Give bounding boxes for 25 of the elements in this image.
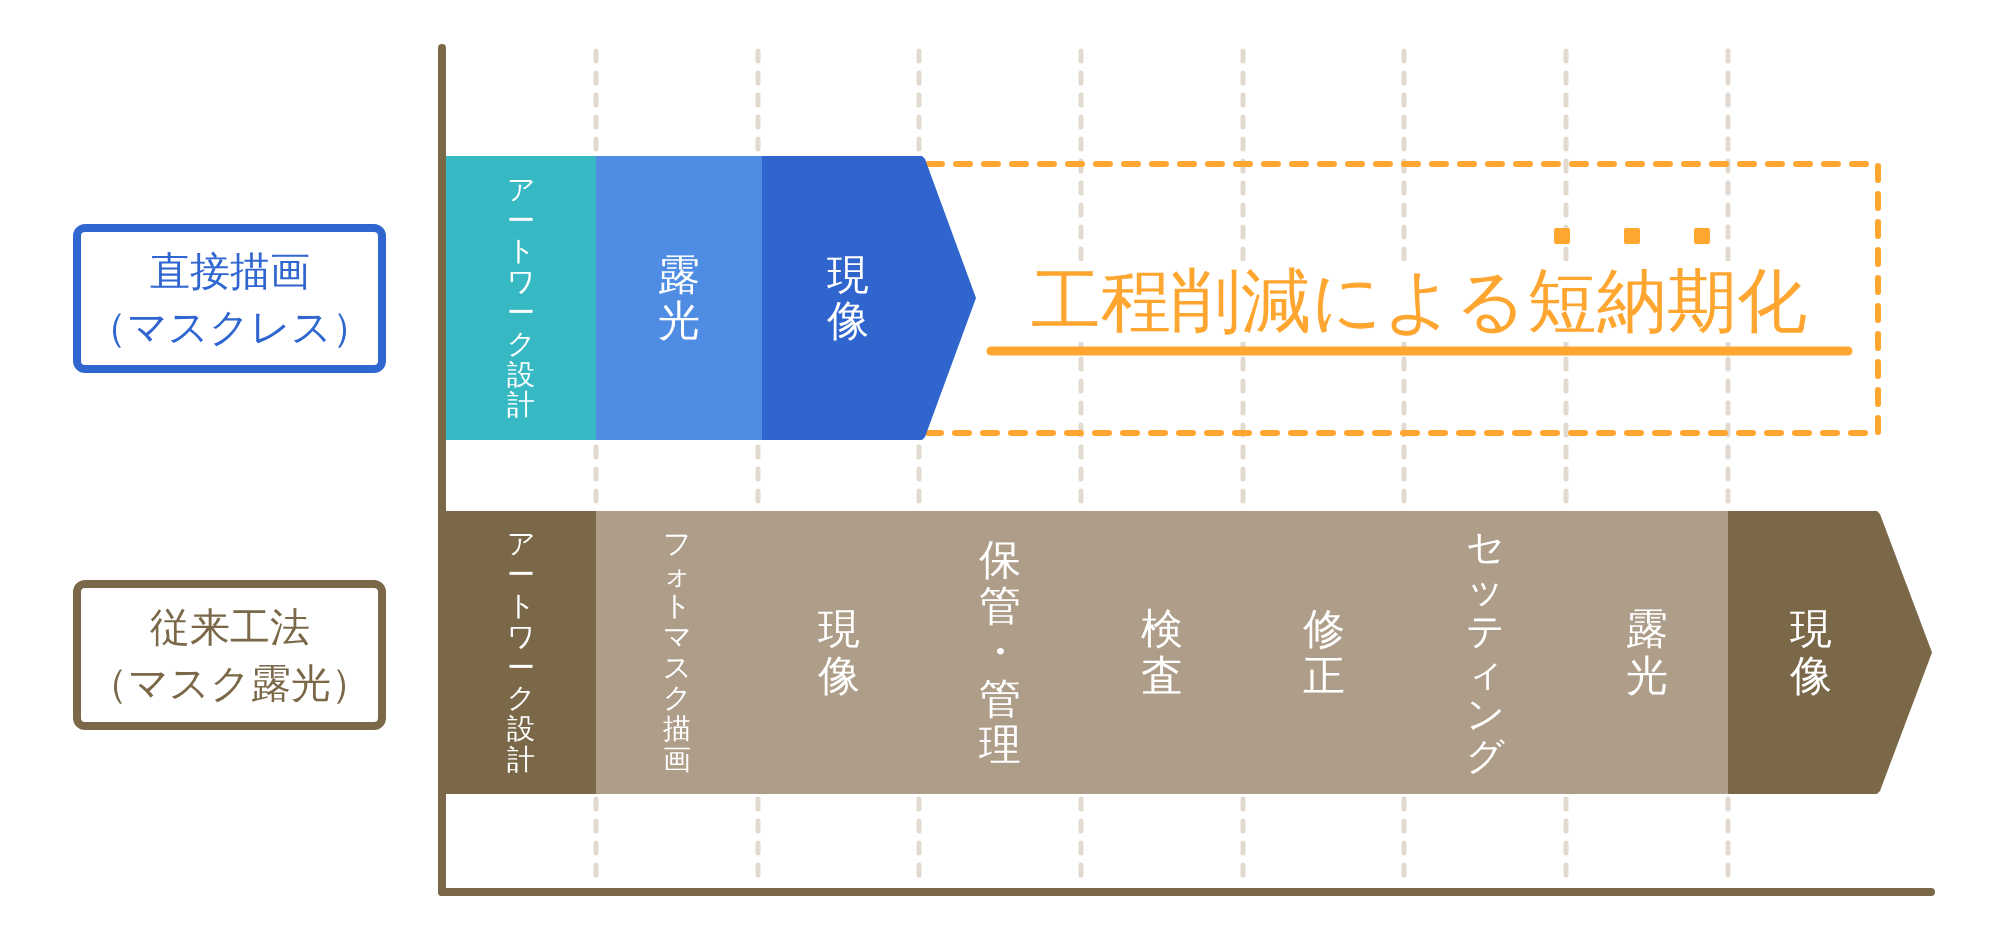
step-label: セッティング: [1466, 527, 1504, 778]
method-label: 従来工法（マスク露光）: [87, 603, 372, 708]
step-label: アートワーク設計: [507, 529, 535, 776]
step-label: 修正: [1302, 606, 1345, 699]
process-step: [446, 511, 596, 794]
process-step: [1728, 511, 1932, 794]
process-step: [446, 156, 596, 440]
step-label: 現像: [817, 606, 860, 699]
method-label: 直接描画（マスクレス）: [86, 246, 373, 352]
step-label: 露光: [1626, 606, 1668, 699]
step-label: 現像: [827, 251, 869, 345]
method-label-box: [73, 580, 386, 730]
step-label: 検査: [1141, 606, 1183, 699]
step-label: アートワーク設計: [507, 174, 535, 422]
method-label-box: [73, 224, 386, 373]
callout-text: 工程削減による短納期化: [1031, 261, 1807, 342]
step-label: 露光: [658, 251, 700, 345]
process-step: [596, 156, 762, 440]
step-label: 現像: [1790, 606, 1832, 699]
dashed-callout-box: [928, 161, 1881, 436]
process-step: [762, 156, 976, 440]
step-label: 保管・管理: [979, 537, 1021, 768]
step-label: フォトマスク描画: [663, 529, 691, 776]
process-step: [596, 511, 758, 794]
process-step: [1566, 511, 1728, 794]
